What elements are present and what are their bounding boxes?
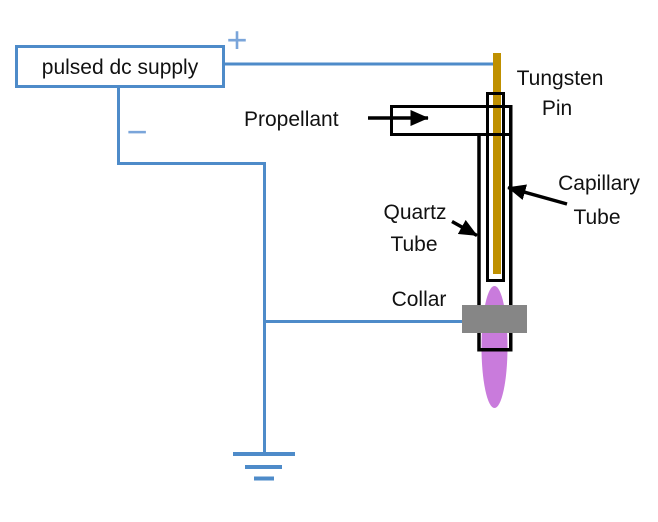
plus-symbol: +: [226, 19, 247, 60]
capillary-tube-outline: [486, 92, 505, 282]
propellant-label: Propellant: [244, 108, 339, 131]
negative-wire: [117, 88, 266, 454]
minus-symbol: −: [126, 111, 147, 152]
quartz-tube-label-line2: Tube: [390, 233, 437, 256]
capillary-tube-arrow: [507, 184, 568, 206]
collar-label: Collar: [392, 288, 447, 311]
collar: [462, 305, 527, 333]
supply-box-label: pulsed dc supply: [42, 56, 199, 79]
propellant-inlet-tube: [390, 105, 513, 136]
tungsten-pin-label-line2: Pin: [542, 97, 572, 120]
quartz-tube-label-line1: Quartz: [383, 201, 446, 224]
capillary-tube-label-line1: Capillary: [558, 172, 640, 195]
tungsten-pin: [493, 53, 501, 274]
supply-box: [15, 45, 225, 88]
tungsten-pin-label-line1: Tungsten: [517, 67, 604, 90]
quartz-tube-outline: [477, 106, 513, 352]
plasma-plume: [481, 286, 508, 408]
ground-symbol: [233, 452, 295, 481]
capillary-tube-label-line2: Tube: [573, 206, 620, 229]
quartz-tube-arrow: [451, 219, 478, 238]
